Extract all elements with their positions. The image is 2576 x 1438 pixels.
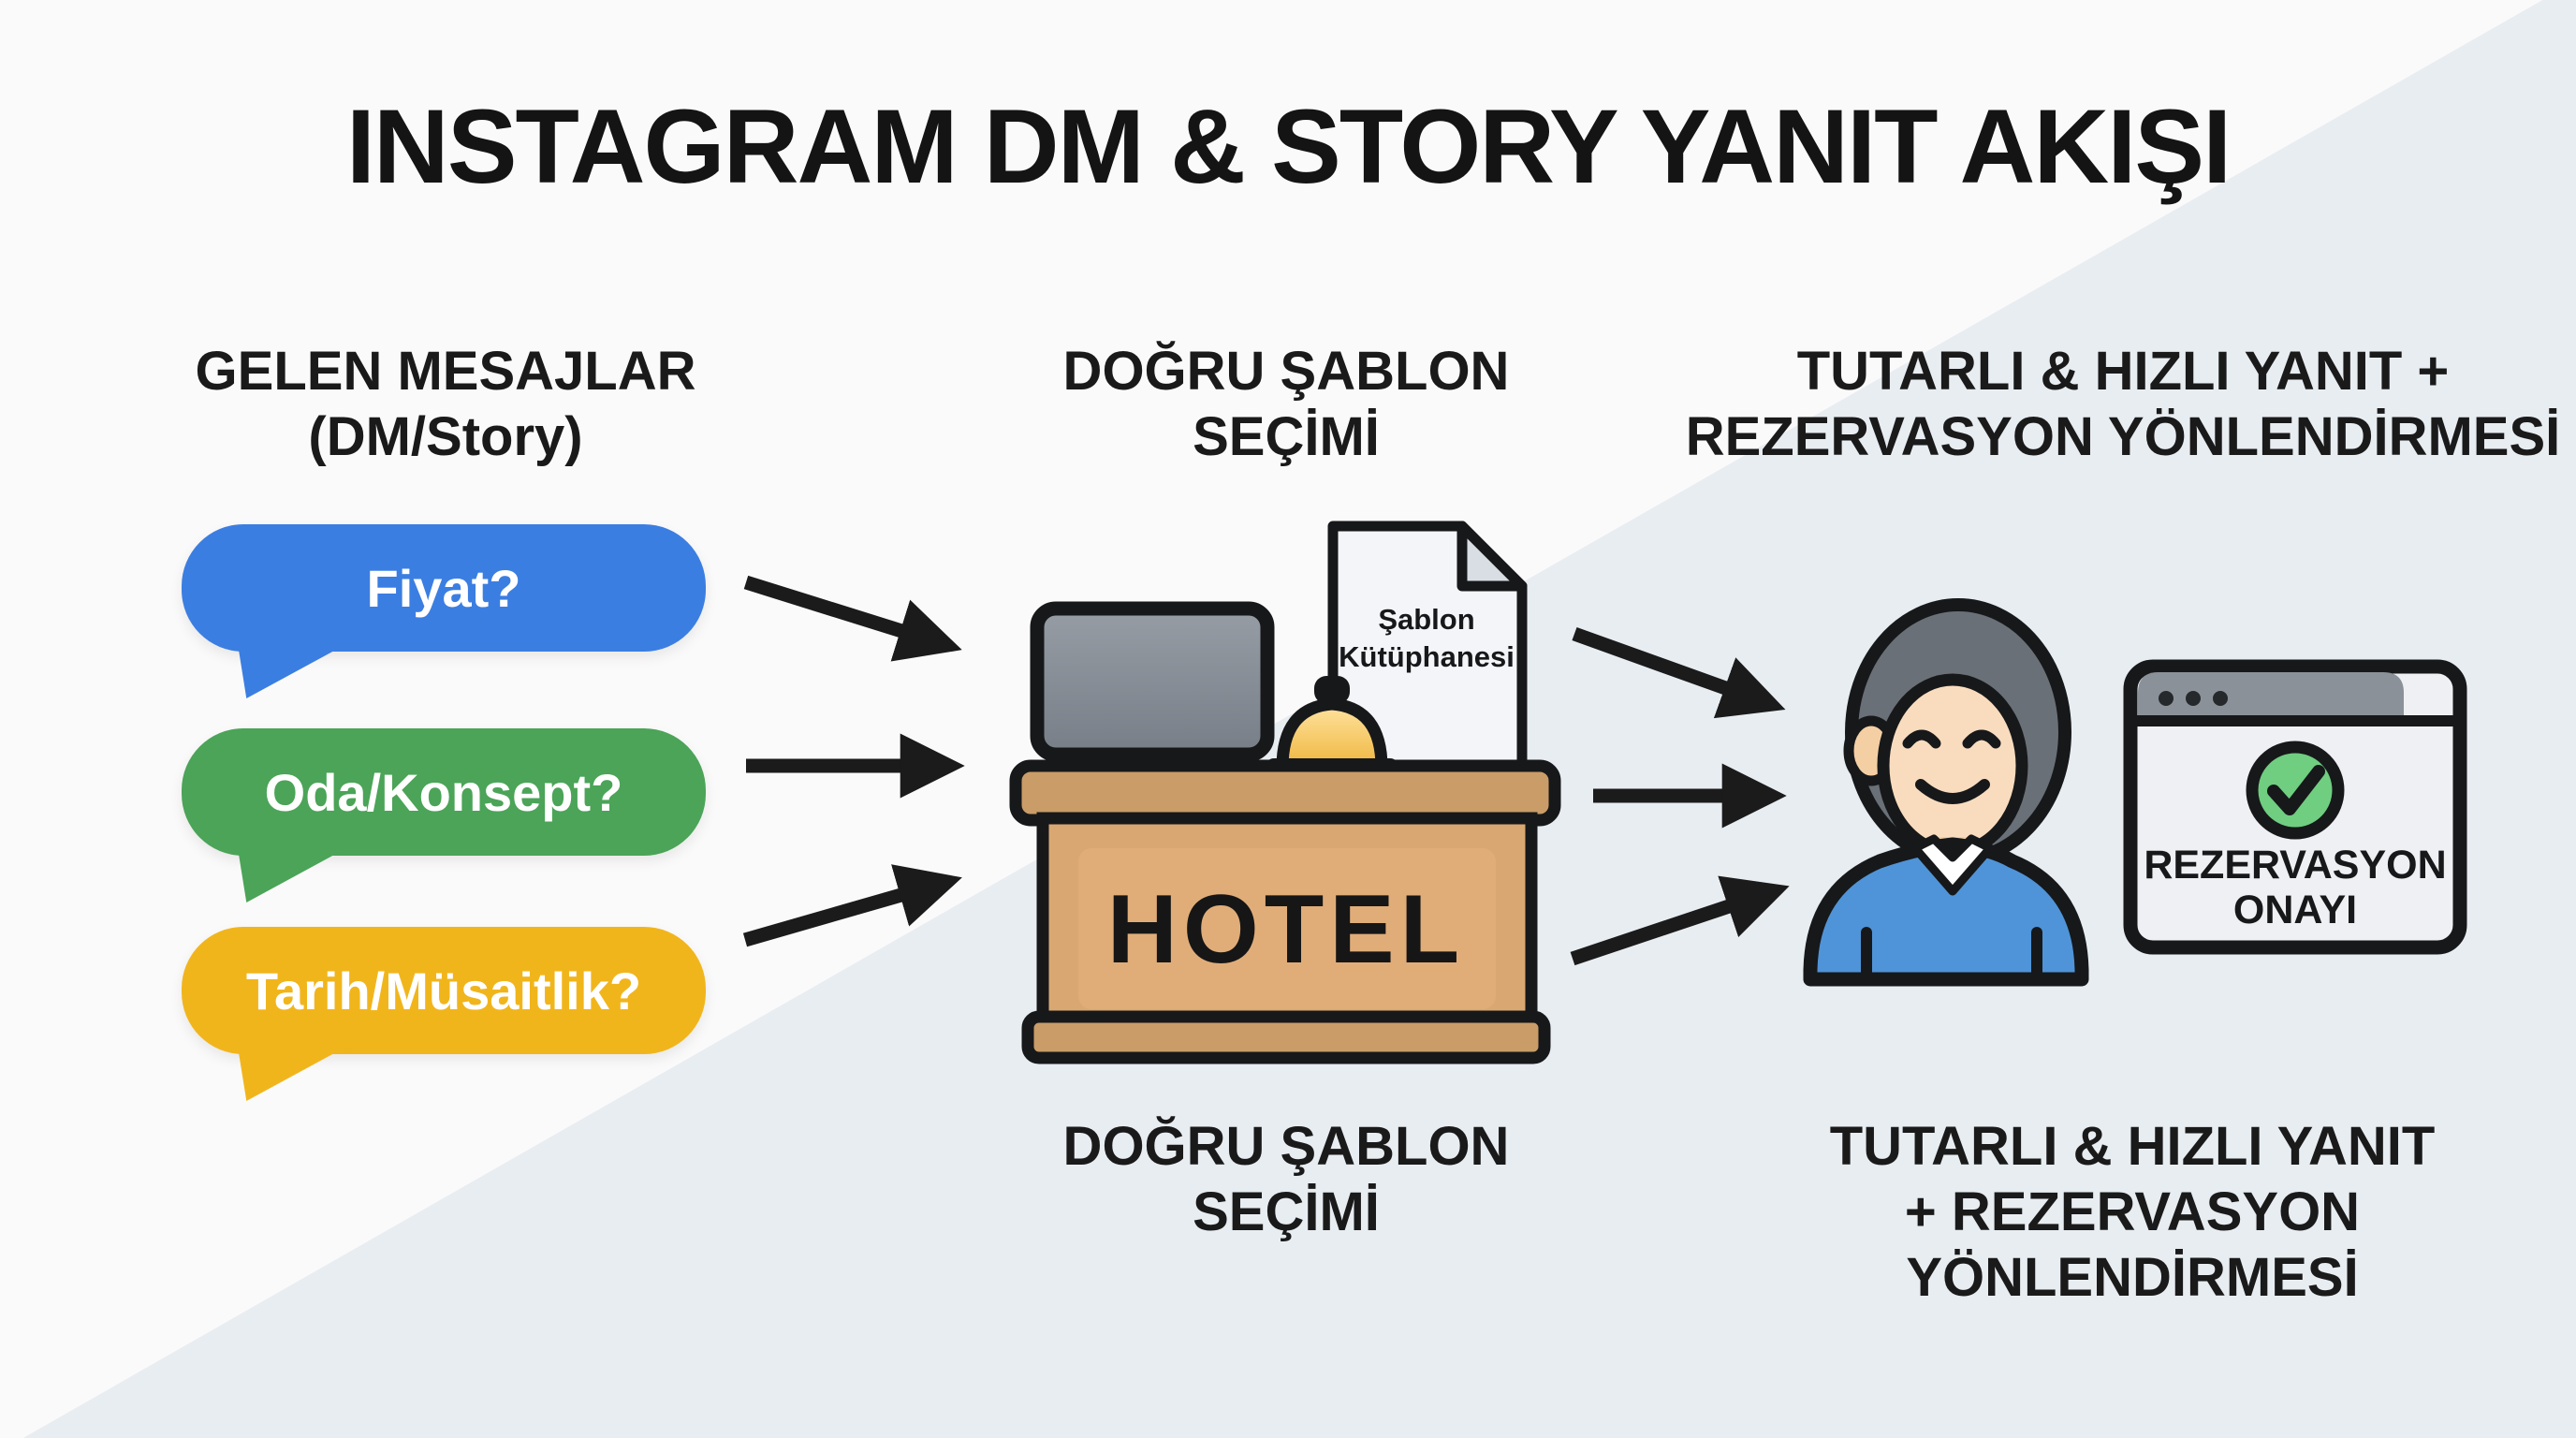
dm-bubble-room-concept-label: Oda/Konsept? [264,762,623,822]
desk-inner-panel [1078,848,1496,1009]
middle-caption: DOĞRU ŞABLON SEÇİMİ [1063,1114,1510,1245]
bell-knob [1314,676,1350,704]
right-column-header: TUTARLI & HIZLI YANIT + REZERVASYON YÖNL… [1686,339,2561,470]
right-header-line1: TUTARLI & HIZLI YANIT + [1796,341,2450,402]
dm-bubble-date-availability: Tarih/Müsaitlik? [182,927,706,1054]
middle-header-line2: SEÇİMİ [1193,406,1380,467]
agent-shirt [1803,837,2089,987]
browser-dot-1 [2159,691,2174,706]
right-caption: TUTARLI & HIZLI YANIT + REZERVASYON YÖNL… [1830,1114,2436,1311]
right-caption-line3: YÖNLENDİRMESİ [1906,1247,2359,1308]
reception-desk-illustration: Şablon Kütüphanesi HOTEL [1009,521,1561,1064]
middle-header-line1: DOĞRU ŞABLON [1062,341,1510,402]
document-label-line1: Şablon [1378,603,1474,636]
dm-bubble-room-concept: Oda/Konsept? [182,728,706,856]
left-column-header: GELEN MESAJLAR (DM/Story) [196,339,696,470]
checkmark-badge [2246,741,2345,840]
dm-bubble-price: Fiyat? [182,524,706,652]
arrow-desk-to-agent-top [1572,626,1786,719]
browser-dot-2 [2186,691,2201,706]
middle-caption-line2: SEÇİMİ [1193,1181,1380,1242]
agent-collar [1910,834,1995,896]
confirmation-label-line2: ONAYI [2233,888,2357,932]
arrow-desk-to-agent-bottom [1570,875,1790,966]
right-caption-line1: TUTARLI & HIZLI YANIT [1829,1116,2436,1177]
document-fold-corner [1456,521,1528,592]
agent-hair-fringe [1885,638,2046,719]
hotel-sign: HOTEL [1107,875,1465,984]
page-title: INSTAGRAM DM & STORY YANIT AKIŞI [345,88,2232,205]
middle-column-header: DOĞRU ŞABLON SEÇİMİ [1063,339,1510,470]
monitor-icon [1030,601,1275,762]
service-bell-icon [1276,697,1388,774]
browser-dot-3 [2213,691,2228,706]
document-label-line2: Kütüphanesi [1339,640,1515,673]
desk-base [1021,1010,1551,1064]
right-caption-line2: + REZERVASYON [1904,1181,2361,1242]
desk-counter-top [1009,759,1561,827]
agent-face [1877,673,2028,858]
browser-title-bar [2138,672,2404,721]
arrow-price-to-desk [743,575,962,662]
confirmation-label-line1: REZERVASYON [2144,843,2446,888]
reservation-confirmation-window: REZERVASYON ONAYI [2123,659,2467,955]
agent-eye-right [1962,729,2001,749]
left-header-line1: GELEN MESAJLAR [195,341,696,402]
flow-arrows [742,575,1790,966]
left-header-line2: (DM/Story) [308,406,583,467]
right-header-line2: REZERVASYON YÖNLENDİRMESİ [1685,406,2561,467]
arrow-date-to-desk [742,864,962,947]
agent-eye-left [1902,729,1941,749]
dm-bubble-price-label: Fiyat? [366,558,521,618]
checkmark-icon [2267,765,2325,815]
middle-caption-line1: DOĞRU ŞABLON [1062,1116,1510,1177]
agent-smile [1915,779,1990,804]
agent-person-illustration [1803,598,2089,987]
dm-bubble-date-availability-label: Tarih/Müsaitlik? [245,961,642,1020]
